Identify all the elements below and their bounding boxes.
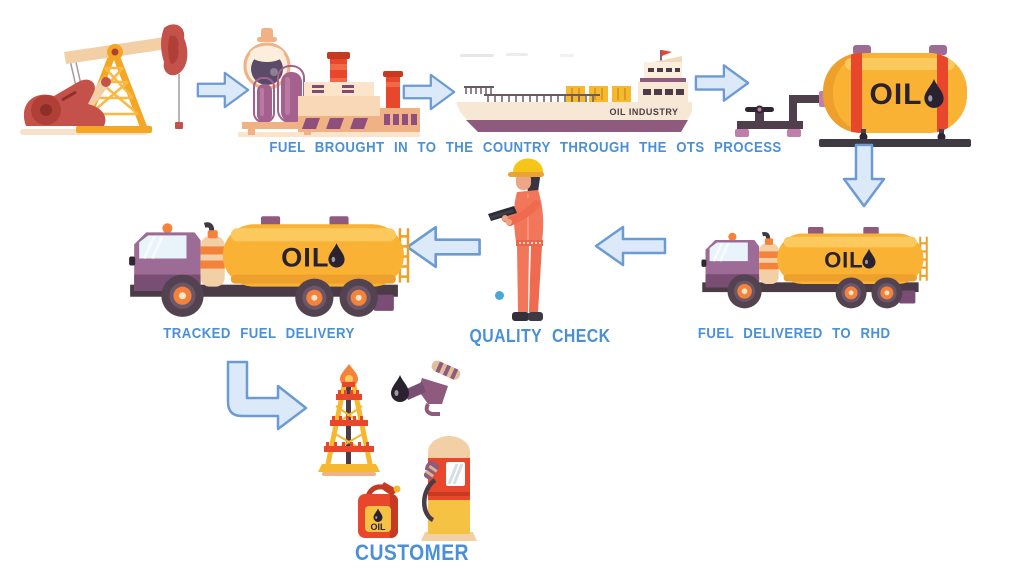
flow-arrow-ship-to-tank — [694, 64, 750, 102]
flow-arrow-truck-to-quality-check — [594, 225, 667, 267]
refinery-illustration — [238, 52, 420, 137]
svg-text:OIL: OIL — [371, 522, 387, 532]
oil-derrick-icon — [318, 364, 380, 476]
fuel-nozzle-icon — [391, 360, 461, 416]
flow-arrow-delivery-to-customer — [226, 360, 308, 431]
flow-arrow-tank-to-truck — [842, 143, 886, 208]
caption-ots-process: FUEL BROUGHT IN TO THE COUNTRY THROUGH T… — [269, 139, 782, 156]
oil-can-icon: OIL — [358, 482, 401, 538]
fuel-truck-rhd-illustration — [686, 212, 930, 312]
flow-arrow-refinery-to-ship — [402, 73, 456, 111]
gas-pump-icon — [421, 436, 477, 541]
oil-pump-jack-illustration — [20, 24, 188, 135]
oil-storage-tank-illustration: OIL — [735, 45, 971, 147]
caption-tracked-fuel-delivery: TRACKED FUEL DELIVERY — [163, 325, 355, 342]
flow-arrow-pump-to-refinery — [196, 71, 250, 109]
tracked-delivery-truck-illustration — [110, 198, 412, 321]
svg-text:OIL INDUSTRY: OIL INDUSTRY — [609, 107, 678, 117]
caption-quality-check: QUALITY CHECK — [469, 326, 611, 346]
quality-check-inspector-illustration — [488, 158, 544, 321]
cargo-ship-illustration: OIL INDUSTRY — [456, 50, 692, 132]
svg-text:OIL: OIL — [870, 78, 923, 111]
blue-dot — [495, 291, 504, 300]
flow-arrow-quality-check-to-delivery — [406, 225, 481, 269]
caption-fuel-delivered-rhd: FUEL DELIVERED TO RHD — [697, 325, 891, 342]
caption-customer: CUSTOMER — [355, 540, 469, 565]
